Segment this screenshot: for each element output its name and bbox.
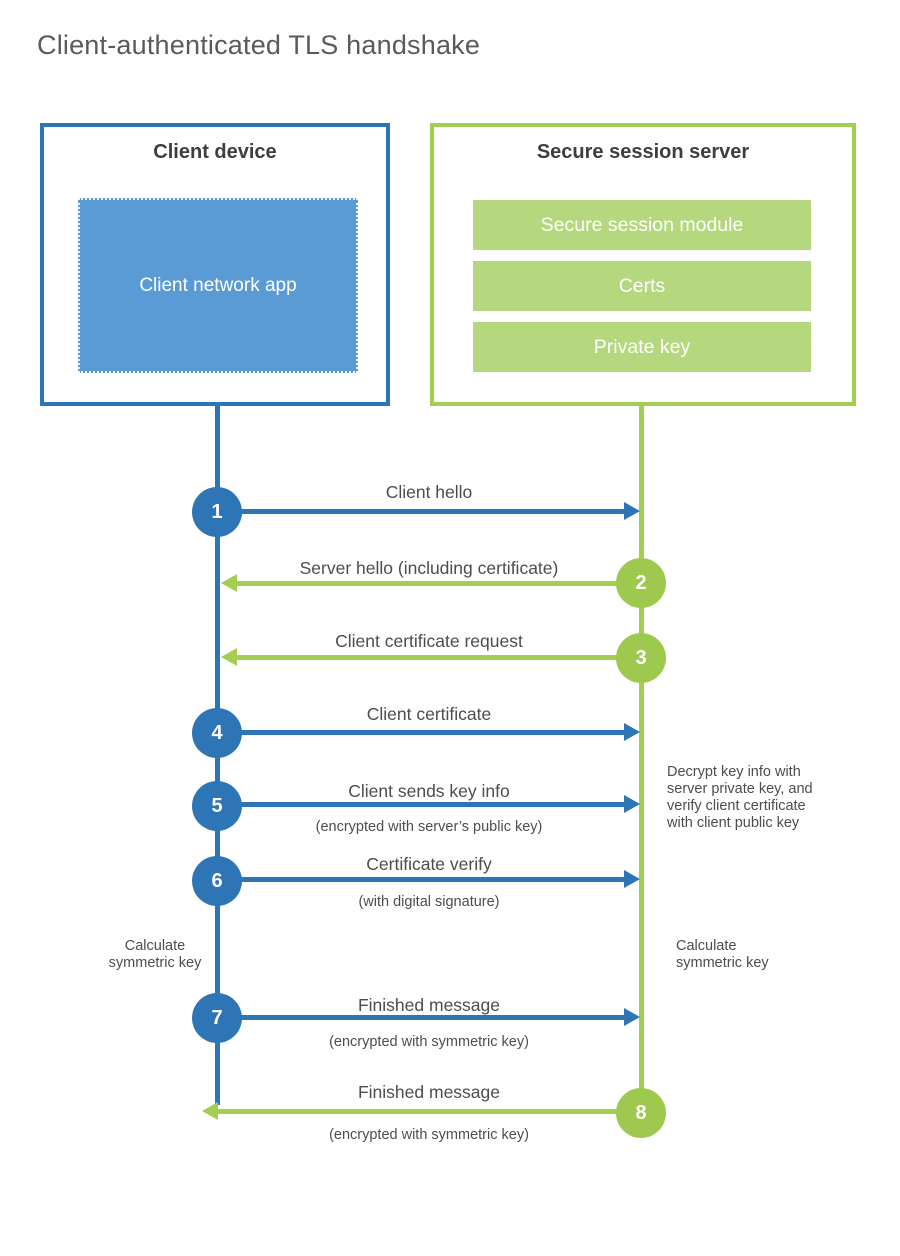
step-8-arrow-left-icon: [202, 1102, 641, 1120]
calculate-symmetric-key-right: Calculate symmetric key: [676, 938, 769, 971]
step-7-sublabel: (encrypted with symmetric key): [329, 1034, 529, 1050]
step-6-badge: 6: [192, 856, 242, 906]
step-6-arrow-right-icon: [218, 870, 640, 888]
step-3-arrow-left-icon: [221, 648, 641, 666]
secure-session-server-title: Secure session server: [536, 141, 750, 163]
step-2-label: Server hello (including certificate): [299, 558, 559, 578]
step-2-arrow-left-icon: [221, 574, 641, 592]
step-3-badge: 3: [616, 633, 666, 683]
step-1-label: Client hello: [385, 482, 473, 502]
client-device-title: Client device: [153, 141, 277, 163]
step-5-arrow-right-icon: [218, 795, 640, 813]
step-5-badge: 5: [192, 781, 242, 831]
step-6-label: Certificate verify: [366, 854, 492, 874]
server-module-secure-session: Secure session module: [473, 200, 811, 250]
client-device-box: Client device Client network app: [40, 123, 390, 406]
client-network-app-label: Client network app: [139, 275, 297, 296]
step-6-sublabel: (with digital signature): [358, 894, 500, 910]
secure-session-server-box: Secure session server Secure session mod…: [430, 123, 856, 406]
step-1-badge: 1: [192, 487, 242, 537]
step-4-arrow-right-icon: [218, 723, 640, 741]
server-module-private-key: Private key: [473, 322, 811, 372]
page-title: Client-authenticated TLS handshake: [37, 30, 481, 60]
step-2-badge: 2: [616, 558, 666, 608]
step-4-label: Client certificate: [366, 704, 492, 724]
step-4-badge: 4: [192, 708, 242, 758]
calculate-symmetric-key-left: Calculate symmetric key: [108, 938, 202, 971]
step-7-arrow-right-icon: [218, 1008, 640, 1026]
step-8-badge: 8: [616, 1088, 666, 1138]
client-network-app-box: Client network app: [78, 198, 358, 373]
step-3-label: Client certificate request: [335, 631, 523, 651]
decrypt-note: Decrypt key info with server private key…: [667, 764, 813, 831]
step-5-label: Client sends key info: [348, 781, 510, 801]
step-7-badge: 7: [192, 993, 242, 1043]
step-7-label: Finished message: [357, 995, 501, 1015]
step-5-sublabel: (encrypted with server’s public key): [315, 819, 543, 835]
server-lifeline: [639, 404, 644, 1113]
step-1-arrow-right-icon: [218, 502, 640, 520]
step-8-sublabel: (encrypted with symmetric key): [329, 1127, 529, 1143]
server-module-certs: Certs: [473, 261, 811, 311]
step-8-label: Finished message: [357, 1082, 501, 1102]
